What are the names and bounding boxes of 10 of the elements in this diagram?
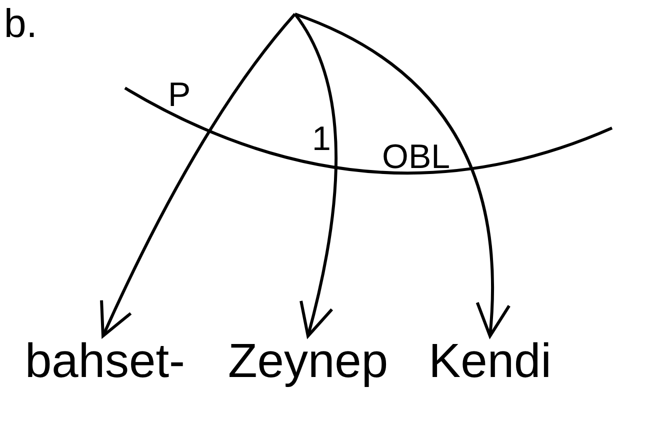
arrow: [100, 13, 296, 338]
item-letter: b.: [4, 4, 38, 44]
edge-label: OBL: [382, 140, 450, 174]
edge-label: 1: [312, 122, 331, 156]
word-label: Zeynep: [228, 338, 388, 386]
arrow: [294, 13, 338, 338]
edge-label: P: [168, 78, 191, 112]
word-label: Kendi: [428, 338, 552, 386]
arrow: [294, 12, 510, 338]
word-label: bahset-: [24, 338, 186, 386]
